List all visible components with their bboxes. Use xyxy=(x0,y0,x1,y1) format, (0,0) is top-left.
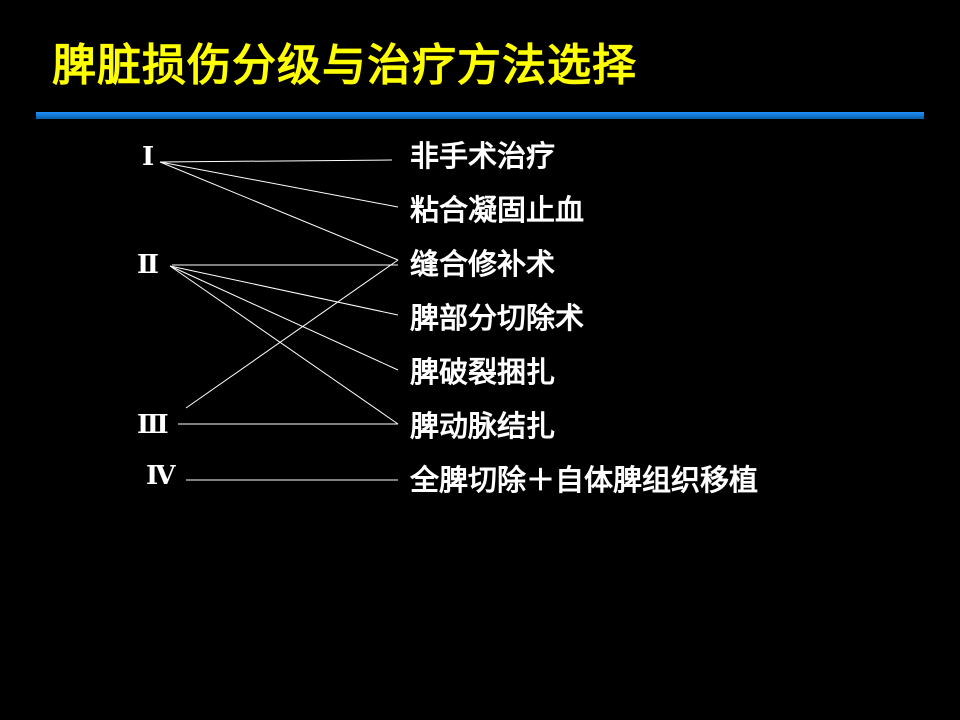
title-divider xyxy=(36,112,924,119)
treatment-label-4: 脾部分切除术 xyxy=(410,301,585,335)
grade-label-4: Ⅳ xyxy=(146,461,176,491)
treatment-label-6: 脾动脉结扎 xyxy=(410,409,556,443)
treatment-label-2: 粘合凝固止血 xyxy=(410,193,585,227)
grade-label-3: Ⅲ xyxy=(137,410,169,440)
treatment-label-1: 非手术治疗 xyxy=(410,139,556,173)
treatment-label-5: 脾破裂捆扎 xyxy=(410,355,556,389)
treatment-label-3: 缝合修补术 xyxy=(410,247,556,281)
connector-g2-t6 xyxy=(169,265,399,425)
slide-title: 脾脏损伤分级与治疗方法选择 xyxy=(52,40,637,91)
connector-g3-t3 xyxy=(185,259,399,409)
connector-g2-t4 xyxy=(169,265,399,316)
connector-g1-t2 xyxy=(159,161,399,208)
treatment-label-7: 全脾切除＋自体脾组织移植 xyxy=(410,463,759,497)
connector-g1-t3 xyxy=(159,161,399,261)
connector-g1-t1 xyxy=(159,159,393,163)
grade-label-2: Ⅱ xyxy=(137,250,159,280)
connector-g2-t5 xyxy=(169,265,399,371)
grade-label-1: Ⅰ xyxy=(142,142,155,172)
